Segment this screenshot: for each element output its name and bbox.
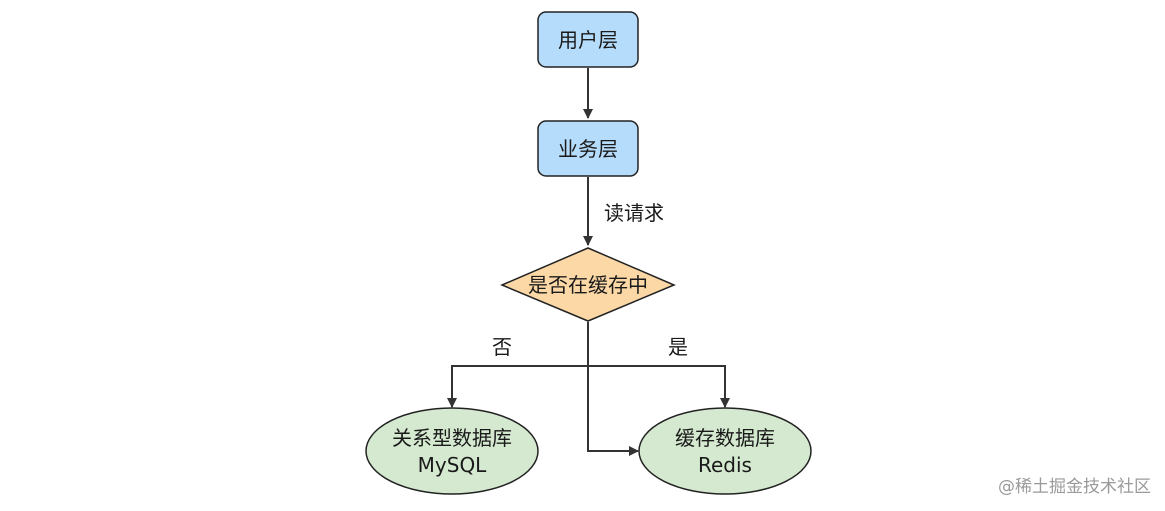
decision-node: 是否在缓存中	[500, 247, 676, 322]
yes-branch-label: 是	[668, 335, 688, 359]
relational-db-ellipse	[365, 407, 539, 495]
cache-db-label: 缓存数据库	[675, 426, 775, 450]
user-layer-label: 用户层	[558, 28, 618, 52]
decision-diamond	[500, 247, 676, 322]
edge-decision-to-redis	[587, 322, 730, 408]
relational-db-label: 关系型数据库	[392, 426, 512, 450]
read-request-label: 读请求	[604, 201, 664, 225]
cache-db-node: 缓存数据库 Redis	[638, 407, 812, 495]
business-layer-node: 业务层	[537, 120, 639, 177]
business-layer-box	[537, 120, 639, 177]
relational-db-node: 关系型数据库 MySQL	[365, 407, 539, 495]
mysql-label: MySQL	[418, 453, 488, 477]
edge-decision-to-redis-direct	[587, 366, 639, 456]
user-layer-node: 用户层	[537, 11, 639, 68]
edge-decision-to-mysql	[447, 322, 589, 408]
redis-label: Redis	[698, 453, 752, 477]
watermark-text: @稀土掘金技术社区	[998, 477, 1151, 497]
business-layer-label: 业务层	[558, 137, 618, 161]
user-layer-box	[537, 11, 639, 68]
cache-db-ellipse	[638, 407, 812, 495]
no-branch-label: 否	[492, 335, 512, 359]
decision-label: 是否在缓存中	[528, 273, 648, 297]
